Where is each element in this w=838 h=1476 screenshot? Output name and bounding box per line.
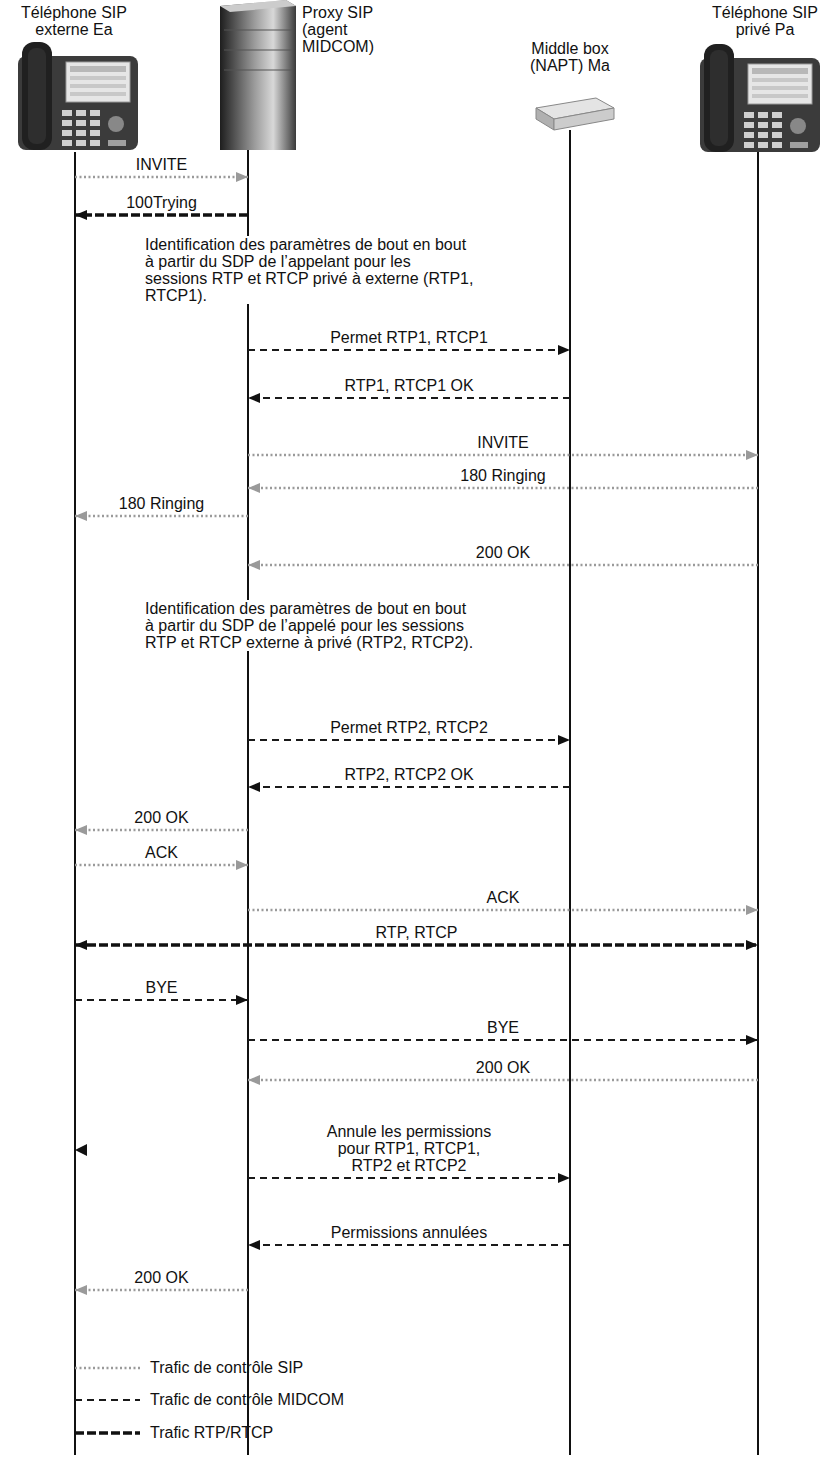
participant: Téléphone SIP externe Ea <box>4 4 144 38</box>
message-label: INVITE <box>133 156 191 173</box>
message-arrow <box>75 176 248 179</box>
legend-label: Trafic de contrôle MIDCOM <box>150 1391 344 1408</box>
message-arrow <box>248 909 758 912</box>
lifeline <box>75 130 758 1455</box>
middlebox-icon <box>536 98 614 130</box>
message-arrow <box>75 864 248 867</box>
legend-sample <box>75 1367 140 1370</box>
message-arrow <box>248 487 758 490</box>
note: Identification des paramètres de bout en… <box>145 236 475 304</box>
arrow-head <box>75 1144 87 1156</box>
message-arrow <box>75 999 248 1001</box>
message-arrow <box>75 213 248 217</box>
message-arrow <box>248 1079 758 1082</box>
message-label: BYE <box>142 979 180 996</box>
message-label: RTP2, RTCP2 OK <box>341 766 476 783</box>
legend-sample <box>75 1399 140 1401</box>
message-arrow <box>248 564 758 567</box>
message-label: Permissions annulées <box>328 1224 491 1241</box>
message-label: 200 OK <box>473 1059 533 1076</box>
message-label: ACK <box>484 889 523 906</box>
message-label: RTP, RTCP <box>373 924 461 941</box>
message-label: 200 OK <box>473 544 533 561</box>
message-arrow <box>248 1039 758 1041</box>
message-arrow <box>75 515 248 518</box>
message-label: Permet RTP1, RTCP1 <box>327 329 491 346</box>
message-label: 200 OK <box>131 809 191 826</box>
message-label: INVITE <box>474 434 532 451</box>
message-arrow <box>248 1244 570 1246</box>
message-label: 200 OK <box>131 1269 191 1286</box>
message-label: ACK <box>142 844 181 861</box>
legend-label: Trafic RTP/RTCP <box>150 1424 273 1441</box>
message-arrow <box>75 829 248 832</box>
server-icon <box>220 0 296 150</box>
message-arrow <box>248 739 570 741</box>
message-label: Annule les permissions pour RTP1, RTCP1,… <box>318 1123 500 1174</box>
participant-name: Téléphone SIP externe Ea <box>4 4 144 38</box>
phone-icon <box>18 42 138 150</box>
participant-name: Téléphone SIP privé Pa <box>700 4 830 38</box>
message-arrow <box>248 397 570 399</box>
message-label: 100Trying <box>123 194 200 211</box>
note: Identification des paramètres de bout en… <box>145 600 475 651</box>
participant: Middle box (NAPT) Ma <box>515 40 625 74</box>
message-arrow <box>248 454 758 457</box>
message-arrow <box>248 349 570 351</box>
message-label: 180 Ringing <box>116 495 207 512</box>
participant-name: Middle box (NAPT) Ma <box>515 40 625 74</box>
message-label: Permet RTP2, RTCP2 <box>327 719 491 736</box>
participant: Téléphone SIP privé Pa <box>700 4 830 38</box>
message-label: RTP1, RTCP1 OK <box>341 377 476 394</box>
legend-label: Trafic de contrôle SIP <box>150 1359 303 1376</box>
legend-sample <box>75 1431 140 1435</box>
message-arrow <box>75 943 758 947</box>
message-label: BYE <box>484 1019 522 1036</box>
message-arrow <box>248 1177 570 1179</box>
participant-name: Proxy SIP (agent MIDCOM) <box>302 4 384 55</box>
participant: Proxy SIP (agent MIDCOM) <box>302 4 384 55</box>
message-arrow <box>248 786 570 788</box>
message-arrow <box>75 1289 248 1292</box>
message-label: 180 Ringing <box>457 467 548 484</box>
phone-icon <box>700 44 820 152</box>
